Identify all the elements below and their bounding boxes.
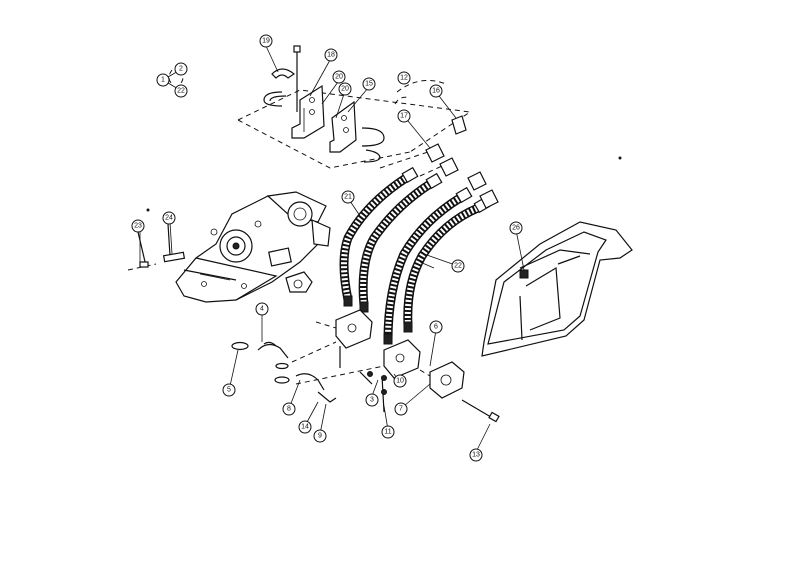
callout-5: 5: [222, 383, 236, 397]
svg-text:11: 11: [384, 429, 391, 436]
callout-7: 7: [394, 402, 408, 416]
svg-text:20: 20: [335, 74, 343, 81]
callout-26: 26: [509, 221, 523, 235]
stray-marks: [146, 156, 622, 212]
svg-text:22: 22: [177, 88, 185, 95]
svg-text:24: 24: [165, 215, 173, 222]
bracket-right: [329, 100, 357, 153]
callout-20: 20: [332, 70, 346, 84]
bolt-23: [127, 231, 157, 271]
svg-text:14: 14: [301, 424, 309, 431]
callout-20-second: 20: [338, 82, 352, 96]
callout-2: 2: [174, 62, 188, 76]
cabin-cover: [481, 221, 633, 357]
svg-text:23: 23: [134, 223, 142, 230]
callout-14: 14: [298, 420, 312, 434]
svg-text:10: 10: [396, 378, 404, 385]
callout-6: 6: [429, 320, 443, 334]
svg-text:16: 16: [432, 88, 440, 95]
main-housing: [175, 191, 331, 303]
svg-text:17: 17: [400, 113, 408, 120]
callout-10: 10: [393, 374, 407, 388]
svg-text:1: 1: [161, 77, 165, 84]
svg-text:4: 4: [260, 306, 264, 313]
callout-23: 23: [131, 219, 145, 233]
callout-19: 19: [259, 34, 273, 48]
u-clip-right: [361, 127, 385, 163]
svg-text:20: 20: [341, 86, 349, 93]
callout-12: 12: [397, 71, 411, 85]
long-bolt: [293, 45, 301, 112]
svg-text:26: 26: [512, 225, 520, 232]
callout-18: 18: [324, 48, 338, 62]
leader-lines: [139, 45, 525, 453]
callout-11: 11: [381, 425, 395, 439]
svg-text:6: 6: [434, 324, 438, 331]
svg-text:2: 2: [179, 66, 183, 73]
svg-text:12: 12: [400, 75, 408, 82]
callout-21: 21: [341, 190, 355, 204]
svg-text:8: 8: [287, 406, 291, 413]
svg-text:18: 18: [327, 52, 335, 59]
callout-16: 16: [429, 84, 443, 98]
valve-block-right: [381, 339, 421, 413]
svg-text:5: 5: [227, 387, 231, 394]
hose-2: [358, 172, 443, 307]
hose-3: [383, 186, 473, 341]
valve-block-left: [315, 309, 373, 368]
callout-22-small: 22: [174, 84, 188, 98]
callout-4: 4: [255, 302, 269, 316]
callout-13: 13: [469, 448, 483, 462]
bolt-24: [162, 223, 186, 263]
hose-end-fittings: [343, 295, 413, 345]
callout-24: 24: [162, 211, 176, 225]
callout-1: 1: [156, 73, 170, 87]
svg-text:9: 9: [318, 433, 322, 440]
svg-text:3: 3: [370, 397, 374, 404]
callout-9: 9: [313, 429, 327, 443]
callout-8: 8: [282, 402, 296, 416]
svg-text:13: 13: [472, 452, 480, 459]
callout-15: 15: [362, 77, 376, 91]
svg-text:21: 21: [344, 194, 352, 201]
nozzles: [379, 115, 499, 209]
svg-text:22: 22: [454, 263, 462, 270]
callout-22: 22: [451, 259, 465, 273]
svg-text:7: 7: [399, 406, 403, 413]
callout-17: 17: [397, 109, 411, 123]
hose-1: [339, 166, 419, 301]
mounting-plane-outline: [237, 79, 472, 169]
control-box: [419, 361, 500, 423]
svg-text:15: 15: [365, 81, 373, 88]
svg-text:19: 19: [262, 38, 270, 45]
bracket-left: [291, 84, 325, 139]
hose-4: [403, 196, 491, 327]
linkage-parts: [231, 341, 385, 403]
callout-3: 3: [365, 393, 379, 407]
